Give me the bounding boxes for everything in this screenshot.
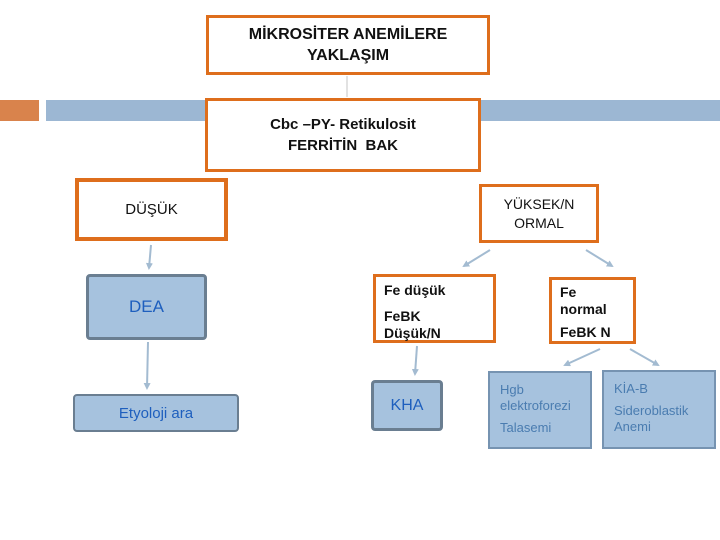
low-label: DÜŞÜK [125,201,178,218]
kha-label: KHA [390,396,424,414]
arrow-high-to-fenormal [585,249,614,268]
dea-label: DEA [129,297,164,316]
hgb-box: Hgb elektroforezi Talasemi [488,371,592,449]
arrow-dea-to-etiology [143,341,151,390]
arrow-high-to-felow [462,249,491,268]
kia-box: KİA-B Sideroblastik Anemi [602,370,716,449]
etiology-box: Etyoloji ara [73,394,239,432]
arrow-fenormal-to-kia [629,348,660,366]
hgb-bottom: Talasemi [500,420,552,435]
hgb-top: Hgb elektroforezi [500,382,571,413]
dea-box: DEA [86,274,207,340]
fe-normal-bottom: FeBK N [560,324,611,340]
low-box: DÜŞÜK [75,178,228,241]
etiology-label: Etyoloji ara [118,404,194,422]
kia-bottom: Sideroblastik Anemi [614,403,689,434]
arrow-felow-to-kha [411,345,419,376]
arrow-low-to-dea [145,244,153,270]
kia-top: KİA-B [614,381,648,396]
arrow-fenormal-to-hgb [563,348,601,367]
accent-bar-orange-block [0,100,39,121]
kha-box: KHA [371,380,443,431]
fe-low-top: Fe düşük [384,282,446,298]
